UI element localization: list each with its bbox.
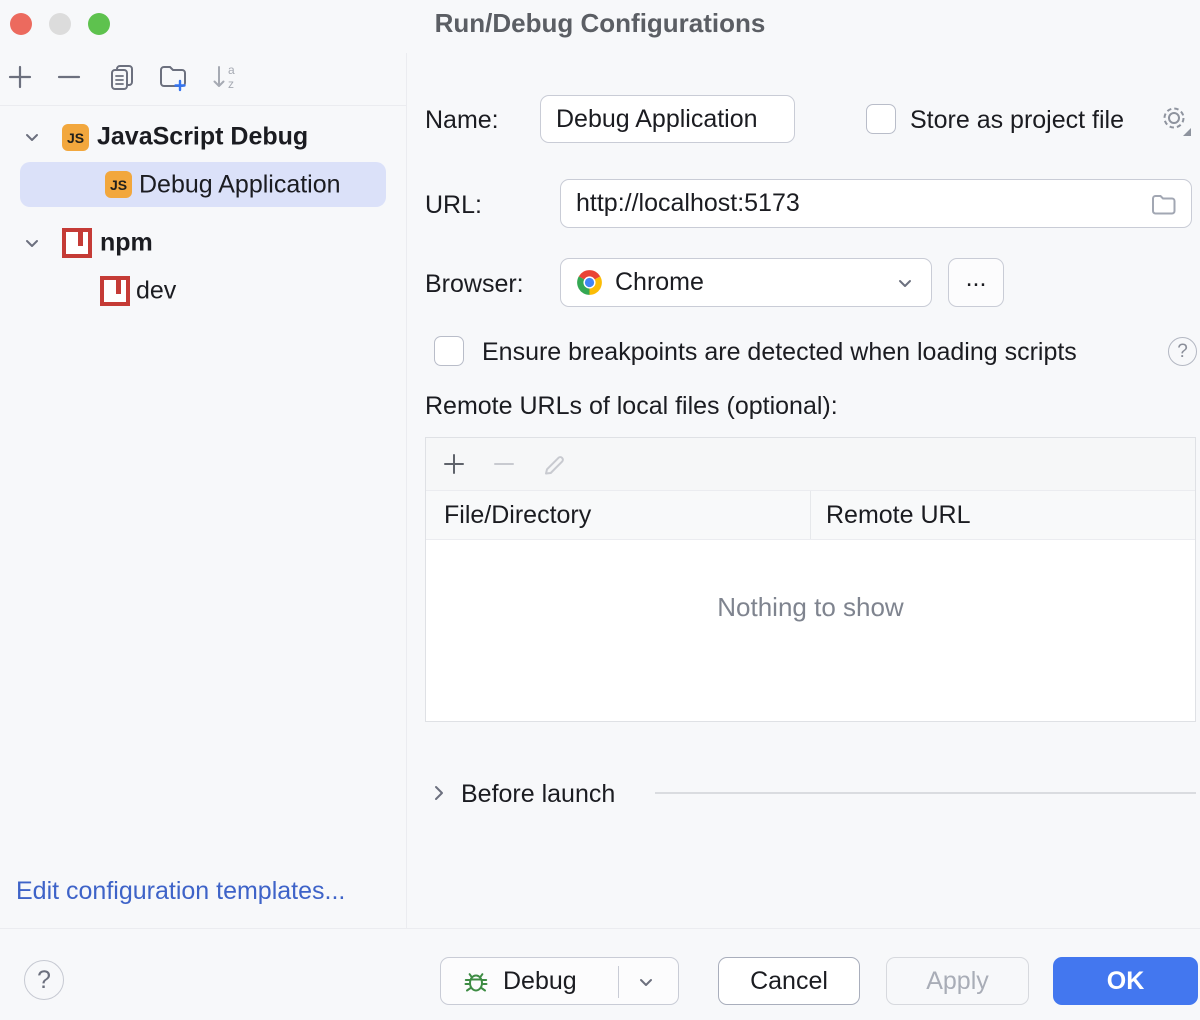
chevron-down-icon[interactable]: [20, 231, 44, 260]
chevron-right-icon: [435, 786, 443, 800]
store-as-project-file-label: Store as project file: [910, 106, 1124, 134]
new-folder-button[interactable]: [156, 60, 190, 94]
tree-item-npm[interactable]: npm: [0, 221, 406, 265]
panel-separator: [406, 53, 407, 928]
ensure-breakpoints-checkbox[interactable]: [434, 336, 464, 366]
javascript-icon: JS: [62, 124, 89, 151]
dialog-help-button[interactable]: ?: [24, 960, 64, 1000]
copy-configuration-button[interactable]: [105, 60, 139, 94]
browser-select[interactable]: Chrome: [560, 258, 932, 307]
browser-label: Browser:: [425, 270, 524, 298]
table-edit-button[interactable]: [540, 449, 570, 479]
window-minimize-button[interactable]: [49, 13, 71, 35]
before-launch-label[interactable]: Before launch: [461, 780, 616, 808]
remote-urls-label: Remote URLs of local files (optional):: [425, 392, 838, 420]
sort-az-icon: a z: [213, 63, 235, 91]
javascript-icon: JS: [105, 171, 132, 198]
minus-icon: [494, 463, 514, 465]
split-divider: [618, 966, 619, 998]
tree-item-label: JavaScript Debug: [97, 122, 309, 151]
browser-value: Chrome: [615, 268, 704, 296]
question-mark: ?: [37, 965, 51, 994]
plus-icon: [444, 454, 464, 474]
empty-table-text: Nothing to show: [717, 592, 904, 622]
copy-icon: [111, 65, 133, 90]
pencil-icon: [545, 456, 564, 475]
gear-icon: [1163, 107, 1191, 136]
help-icon[interactable]: ?: [1168, 337, 1197, 366]
before-launch-row[interactable]: [427, 781, 451, 810]
remove-configuration-button[interactable]: [52, 60, 86, 94]
name-field[interactable]: [540, 95, 795, 143]
chevron-down-icon[interactable]: [20, 125, 44, 154]
browser-more-button[interactable]: ...: [948, 258, 1004, 307]
url-input[interactable]: [561, 180, 1191, 227]
name-label: Name:: [425, 106, 499, 134]
tree-item-dev[interactable]: dev: [0, 269, 406, 313]
footer-separator: [0, 928, 1200, 929]
url-field[interactable]: [560, 179, 1192, 228]
chrome-icon: [576, 269, 603, 296]
npm-icon: [100, 276, 130, 311]
npm-icon: [62, 228, 92, 263]
minus-icon: [57, 75, 81, 79]
new-folder-icon: [160, 66, 186, 92]
cancel-button-label: Cancel: [750, 966, 828, 995]
table-remove-button[interactable]: [490, 450, 518, 478]
window-zoom-button[interactable]: [88, 13, 110, 35]
tree-item-label: npm: [100, 228, 153, 257]
window-close-button[interactable]: [10, 13, 32, 35]
chevron-down-icon: [894, 272, 916, 294]
ellipsis-label: ...: [965, 264, 987, 292]
debug-split-button[interactable]: Debug: [440, 957, 679, 1005]
ok-button-label: OK: [1106, 966, 1145, 995]
plus-icon: [8, 65, 32, 89]
debug-options-chevron[interactable]: [635, 971, 657, 993]
column-header-remote-url: Remote URL: [826, 500, 971, 529]
ensure-breakpoints-label: Ensure breakpoints are detected when loa…: [482, 338, 1077, 366]
tree-item-label: Debug Application: [139, 170, 341, 198]
tree-item-javascript-debug[interactable]: JS JavaScript Debug: [0, 115, 406, 159]
svg-text:a: a: [228, 63, 235, 77]
table-add-button[interactable]: [440, 450, 468, 478]
table-body: Nothing to show: [426, 540, 1195, 721]
store-settings-gear-button[interactable]: [1157, 102, 1193, 143]
apply-button-label: Apply: [926, 966, 989, 995]
table-header: File/Directory Remote URL: [426, 491, 1195, 540]
svg-text:z: z: [228, 77, 234, 91]
url-label: URL:: [425, 191, 482, 219]
store-as-project-file-checkbox[interactable]: [866, 104, 896, 134]
tree-item-debug-application[interactable]: JS Debug Application: [20, 162, 386, 207]
add-configuration-button[interactable]: [3, 60, 37, 94]
name-input[interactable]: [541, 96, 794, 142]
dialog-title: Run/Debug Configurations: [434, 8, 766, 38]
edit-configuration-templates-link[interactable]: Edit configuration templates...: [16, 877, 346, 905]
tree-item-label: dev: [136, 276, 177, 305]
bug-icon: [461, 966, 491, 996]
remote-urls-table: File/Directory Remote URL Nothing to sho…: [425, 437, 1196, 722]
sidebar-toolbar-separator: [0, 105, 406, 106]
sort-alphabetically-button[interactable]: a z: [209, 60, 243, 94]
before-launch-divider: [655, 792, 1196, 794]
column-header-file-directory: File/Directory: [426, 491, 811, 539]
browse-folder-icon[interactable]: [1149, 190, 1179, 225]
table-toolbar: [426, 438, 1195, 491]
ok-button[interactable]: OK: [1053, 957, 1198, 1005]
debug-button-label: Debug: [503, 966, 577, 995]
apply-button[interactable]: Apply: [886, 957, 1029, 1005]
cancel-button[interactable]: Cancel: [718, 957, 860, 1005]
question-mark: ?: [1177, 340, 1188, 362]
